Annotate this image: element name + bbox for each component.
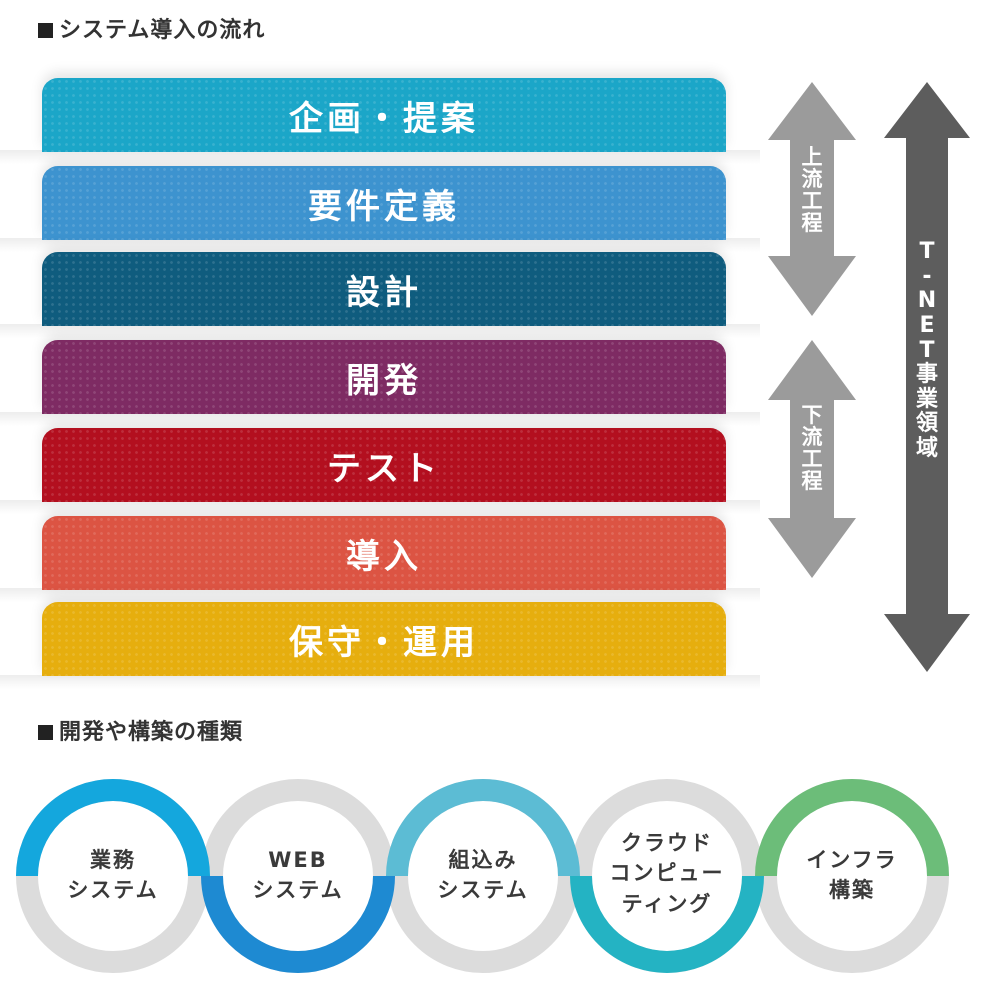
stage-development: 開発: [42, 340, 726, 414]
downstream-arrow-icon: [768, 340, 856, 578]
domain-label: T - N E T 事 業 領 域: [915, 239, 938, 461]
band-shelf: [0, 238, 760, 252]
type-infrastructure: インフラ 構築: [806, 848, 898, 903]
band-shelf: [0, 588, 760, 602]
stage-test: テスト: [42, 428, 726, 502]
ring-1-accent: [16, 779, 210, 877]
type-cloud-computing: クラウド コンピュー ティング: [609, 831, 725, 916]
title-square-icon: [38, 725, 53, 740]
ring-2-accent: [201, 875, 395, 973]
types-section-title: 開発や構築の種類: [38, 722, 243, 744]
downstream-label: 下 流 工 程: [801, 403, 823, 494]
ring-5-accent: [755, 779, 949, 877]
title-square-icon: [38, 23, 53, 38]
domain-arrow-icon: [884, 82, 970, 672]
band-shelf: [0, 324, 760, 338]
stage-design: 設計: [42, 252, 726, 326]
type-embedded-system: 組込み システム: [437, 848, 529, 903]
upstream-label: 上 流 工 程: [801, 145, 823, 236]
flow-section-title: システム導入の流れ: [38, 20, 265, 42]
band-shelf: [0, 500, 760, 514]
stage-deployment: 導入: [42, 516, 726, 590]
type-business-system: 業務 システム: [67, 848, 159, 903]
upstream-arrow-icon: [768, 82, 856, 316]
band-shelf: [0, 412, 760, 426]
type-web-system: WEB システム: [252, 848, 344, 903]
stage-planning: 企画・提案: [42, 78, 726, 152]
ring-3-accent: [386, 779, 580, 877]
arrows-layer: [768, 82, 970, 672]
band-shelf: [0, 675, 760, 689]
ring-4-accent: [570, 875, 764, 973]
band-shelf: [0, 150, 760, 164]
stage-requirements: 要件定義: [42, 166, 726, 240]
stage-maintenance: 保守・運用: [42, 602, 726, 676]
